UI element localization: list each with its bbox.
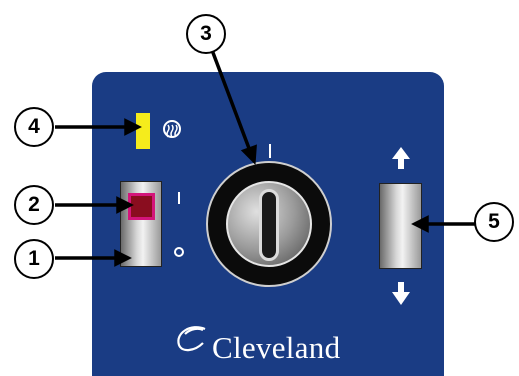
arrow-up-icon <box>392 147 410 169</box>
control-knob-grip <box>259 189 279 261</box>
callout-1: 1 <box>14 239 54 279</box>
callout-5: 5 <box>474 202 514 242</box>
logo-swoosh-icon <box>177 326 206 352</box>
callout-leader-lines <box>55 49 483 267</box>
steam-waves-icon <box>166 124 178 138</box>
callout-3: 3 <box>186 14 226 54</box>
on-mark-icon <box>178 192 180 204</box>
steam-indicator-light <box>136 113 150 149</box>
dial-position-mark <box>269 144 271 158</box>
off-mark-icon <box>174 247 184 257</box>
callout-2: 2 <box>14 185 54 225</box>
arrow-down-icon <box>392 282 410 305</box>
brand-logo-text: Cleveland <box>212 330 341 365</box>
callout-4: 4 <box>14 107 54 147</box>
